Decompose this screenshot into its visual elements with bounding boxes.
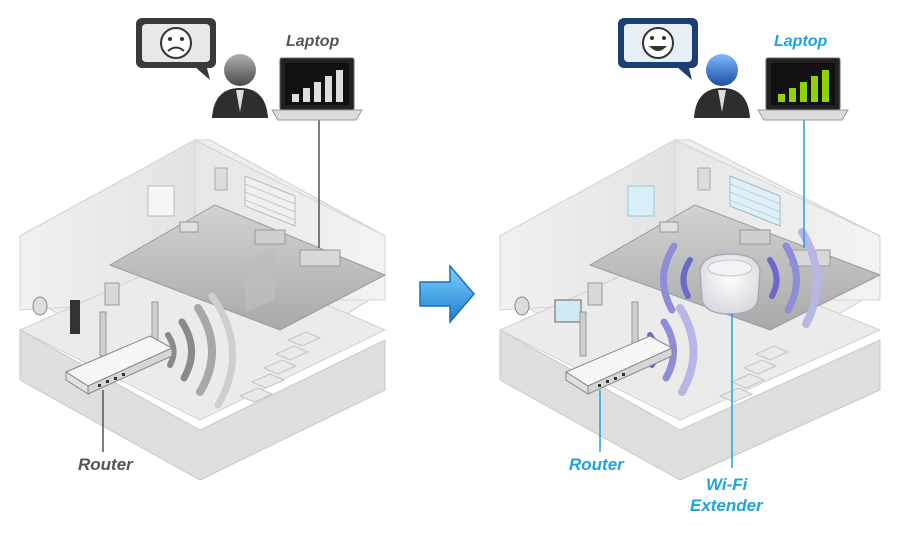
right-signal-bar-2	[789, 88, 796, 102]
left-wifi-signal	[165, 292, 237, 409]
left-router	[64, 301, 174, 395]
right-router	[564, 301, 674, 395]
sad-face-icon	[160, 27, 192, 59]
right-signal-bar-5	[822, 70, 829, 102]
left-signal-bar-1	[292, 94, 299, 102]
happy-face-icon	[642, 27, 674, 59]
right-signal-bars	[778, 70, 829, 102]
transition-arrow-icon	[419, 263, 475, 325]
extender-label-line2: Extender	[690, 496, 763, 515]
left-signal-bar-4	[325, 76, 332, 102]
right-house	[498, 139, 882, 481]
left-signal-bars	[292, 70, 343, 102]
right-laptop-label: Laptop	[774, 33, 828, 50]
left-speech-bubble	[136, 18, 216, 80]
left-signal-bar-3	[314, 82, 321, 102]
right-speech-bubble	[618, 18, 698, 80]
left-signal-bar-2	[303, 88, 310, 102]
left-house	[18, 139, 387, 481]
right-signal-bar-3	[800, 82, 807, 102]
extender-label-line1: Wi-Fi	[706, 475, 748, 494]
left-person	[212, 54, 268, 118]
right-router-label: Router	[569, 455, 624, 474]
wifi-extender-device	[699, 253, 761, 315]
extender-wifi-signal	[660, 228, 822, 328]
left-signal-bar-5	[336, 70, 343, 102]
left-router-label: Router	[78, 455, 133, 474]
right-signal-bar-1	[778, 94, 785, 102]
right-laptop	[757, 57, 849, 121]
left-laptop	[271, 57, 363, 121]
right-signal-bar-4	[811, 76, 818, 102]
right-person	[694, 54, 750, 118]
left-laptop-label: Laptop	[286, 33, 340, 50]
